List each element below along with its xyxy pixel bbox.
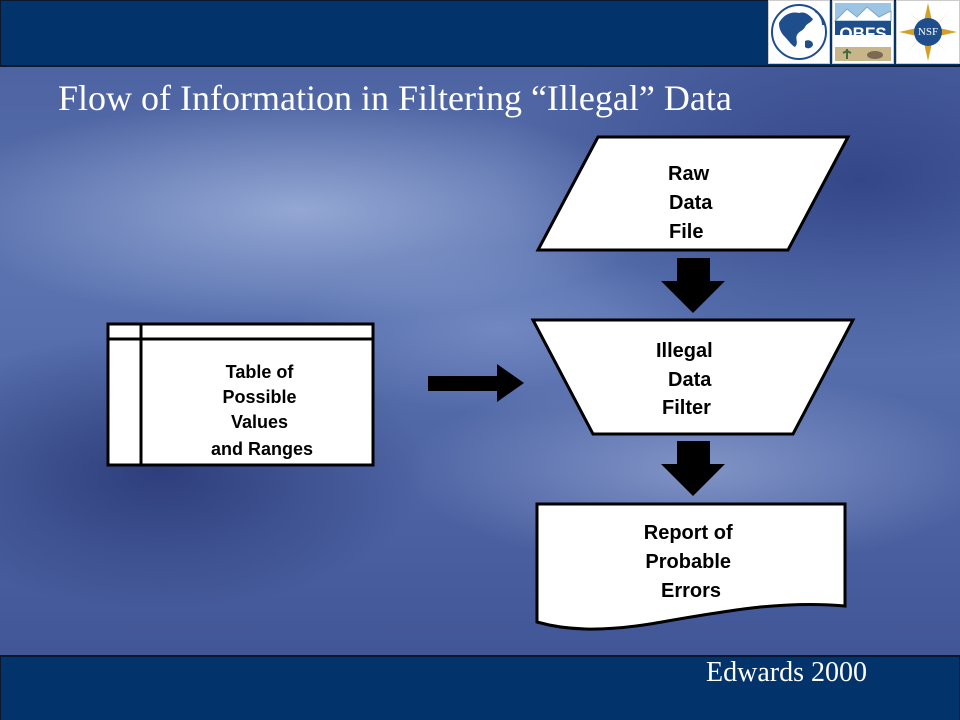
table-line-3: Values [231, 412, 288, 432]
arrow-right [428, 364, 524, 402]
arrow-down-1 [661, 258, 725, 313]
slide-title: Flow of Information in Filtering “Illega… [58, 78, 732, 118]
north-america-icon [771, 4, 827, 60]
bottom-band [0, 655, 960, 720]
filter-line-1: Illegal [656, 340, 713, 362]
table-line-1: Table of [226, 362, 295, 382]
north-america-logo [768, 0, 830, 64]
table-line-4: and Ranges [211, 439, 313, 459]
report-line-3: Errors [661, 580, 721, 602]
table-label: Table of Possible Values and Ranges [211, 362, 313, 459]
nsf-icon [899, 3, 957, 61]
filter-shape [530, 318, 856, 436]
filter-label: Illegal Data Filter [656, 340, 718, 419]
obfs-logo: OBFS [832, 0, 894, 64]
obfs-icon [833, 3, 892, 61]
citation: Edwards 2000 [706, 657, 867, 688]
table-line-2: Possible [222, 387, 296, 407]
raw-data-file-label: Raw Data File [668, 163, 718, 243]
report-shape [535, 502, 847, 631]
nsf-logo: NSF [896, 0, 960, 64]
report-line-2: Probable [645, 551, 731, 573]
report-line-1: Report of [644, 522, 733, 544]
table-shape [106, 322, 375, 467]
report-label: Report of Probable Errors [644, 522, 738, 602]
filter-line-3: Filter [662, 397, 711, 419]
raw-data-file-line-2: Data [669, 192, 713, 214]
filter-line-2: Data [668, 369, 712, 391]
arrow-down-2 [661, 441, 725, 496]
raw-data-file-line-1: Raw [668, 163, 710, 185]
raw-data-file-line-3: File [669, 221, 703, 243]
nsf-logo-text: NSF [917, 26, 939, 38]
obfs-logo-text: OBFS [839, 24, 887, 43]
raw-data-file-shape [535, 135, 851, 252]
